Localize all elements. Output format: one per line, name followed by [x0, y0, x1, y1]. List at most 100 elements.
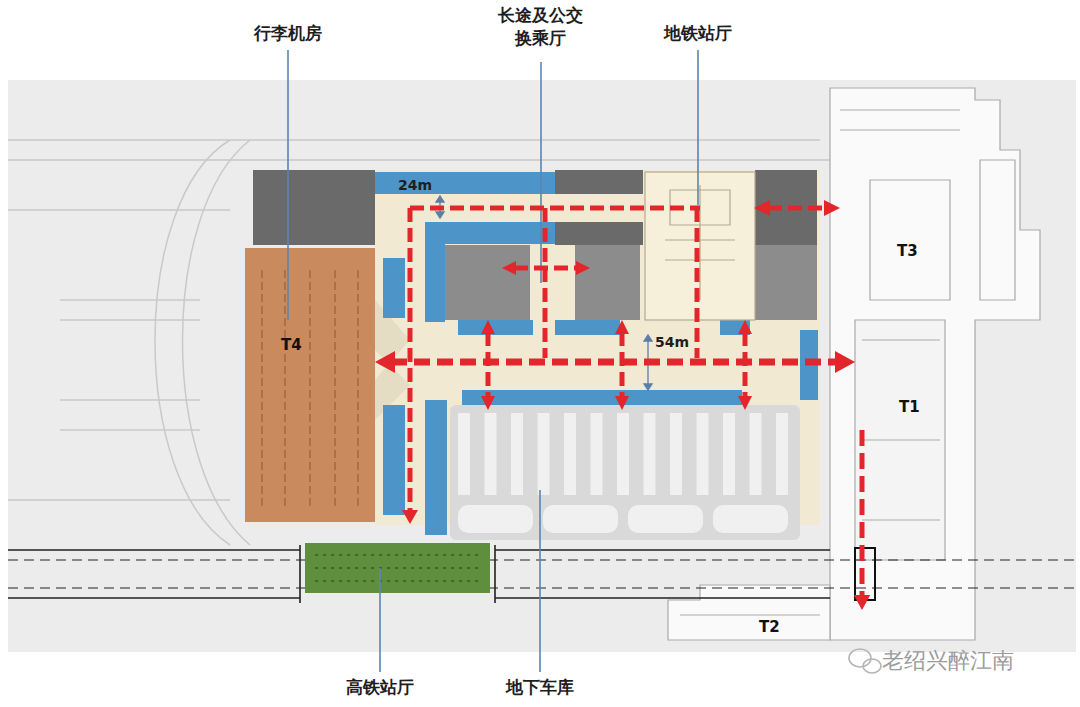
- terminal-name: T2: [759, 618, 780, 636]
- grey-blocks: [445, 245, 817, 320]
- t4-area: [245, 248, 375, 522]
- terminal-name: T4: [281, 336, 302, 354]
- watermark: 老绍兴醉江南: [882, 646, 1014, 677]
- terminal-t2: [680, 614, 820, 615]
- flow-line: [860, 430, 865, 598]
- rail-lines: [8, 597, 830, 599]
- terminal-area: T1: [855, 330, 955, 430]
- leader-lines: [287, 50, 289, 320]
- flow-arrow: [854, 430, 871, 610]
- wechat-icon: [863, 659, 881, 673]
- garage: [485, 413, 497, 495]
- garage: [750, 413, 762, 495]
- garage: [450, 405, 800, 540]
- garage: [591, 413, 603, 495]
- road-lines: [60, 300, 200, 430]
- arrowhead: [375, 351, 395, 373]
- blue-strips: [383, 258, 405, 318]
- leader-lines: [379, 568, 381, 672]
- flow-arrows: [514, 266, 578, 271]
- blue-strips: [555, 320, 620, 335]
- dark-blocks: [555, 170, 643, 194]
- garage: [776, 413, 788, 495]
- flow-arrowheads: [754, 200, 840, 216]
- t4-area: [245, 248, 375, 522]
- blue-strips: [375, 172, 818, 535]
- garage: [713, 505, 788, 533]
- flow-arrows: [768, 206, 826, 211]
- t4-area: [262, 270, 358, 510]
- dark-blocks: [253, 170, 375, 245]
- garage: [723, 413, 735, 495]
- terminal-area: T3: [893, 238, 933, 266]
- grey-blocks: [445, 245, 530, 320]
- dark-blocks: [555, 222, 643, 245]
- wechat-icon: [849, 649, 881, 673]
- garage: [458, 505, 533, 533]
- rail-lines: [8, 560, 1076, 588]
- road-lines: [8, 209, 230, 211]
- hsr-hall: [305, 543, 490, 593]
- flow-arrowheads: [502, 261, 590, 275]
- subway-hall: [645, 172, 755, 320]
- plan-ground: [8, 80, 1076, 652]
- terminal-t2: [668, 585, 830, 640]
- terminal-t1-t3: [840, 110, 1015, 300]
- terminal-t1-t3: [862, 340, 940, 520]
- flow-line: [391, 359, 839, 366]
- hsr-hall: [305, 543, 490, 593]
- garage: [644, 413, 656, 495]
- tunnel-frame: [855, 548, 875, 600]
- garage: [538, 413, 550, 495]
- arrowhead: [854, 595, 871, 610]
- arrowhead: [835, 351, 855, 373]
- road-lines: [8, 140, 830, 545]
- callout-label: 地铁站厅: [664, 22, 732, 46]
- blue-strips: [425, 222, 445, 322]
- garage: [450, 405, 800, 540]
- terminal-t2: [668, 585, 830, 640]
- callout-label: 长途及公交换乘厅: [497, 4, 585, 50]
- leader-lines: [539, 490, 541, 672]
- garage: [628, 505, 703, 533]
- callout-label: 行李机房: [254, 22, 322, 46]
- garage: [617, 413, 629, 495]
- grey-blocks: [575, 245, 640, 320]
- rail-lines: [8, 545, 1076, 603]
- road-lines: [8, 159, 830, 161]
- flow-arrows: [695, 208, 700, 358]
- callout-label: 高铁站厅: [346, 676, 414, 700]
- leader-lines: [540, 62, 542, 283]
- flow-arrows: [410, 206, 700, 211]
- terminal-t1-t3: [855, 320, 945, 560]
- flow-arrows: [408, 208, 413, 512]
- subway-hall: [665, 185, 735, 300]
- garage: [670, 413, 682, 495]
- garage: [543, 505, 618, 533]
- terminal-t1-t3: [830, 88, 1040, 640]
- garage: [564, 413, 576, 495]
- terminal-area: T2: [745, 610, 870, 646]
- grey-blocks: [755, 245, 817, 320]
- hsr-hall: [315, 555, 480, 581]
- blue-strips: [383, 405, 405, 515]
- dimension-label: 54m: [655, 333, 689, 353]
- garage: [458, 413, 470, 495]
- blue-strips: [425, 400, 447, 535]
- road-lines: [183, 140, 251, 545]
- flow-arrows: [488, 332, 745, 398]
- blue-strips: [458, 320, 533, 335]
- road-lines: [8, 499, 230, 501]
- terminal-name: T3: [897, 242, 918, 260]
- garage: [697, 413, 709, 495]
- garage: [511, 413, 523, 495]
- terminal-t1-t3: [830, 88, 1040, 640]
- blue-strips: [462, 390, 742, 405]
- leader-lines: [697, 50, 699, 205]
- dimension-label: 24m: [398, 176, 432, 196]
